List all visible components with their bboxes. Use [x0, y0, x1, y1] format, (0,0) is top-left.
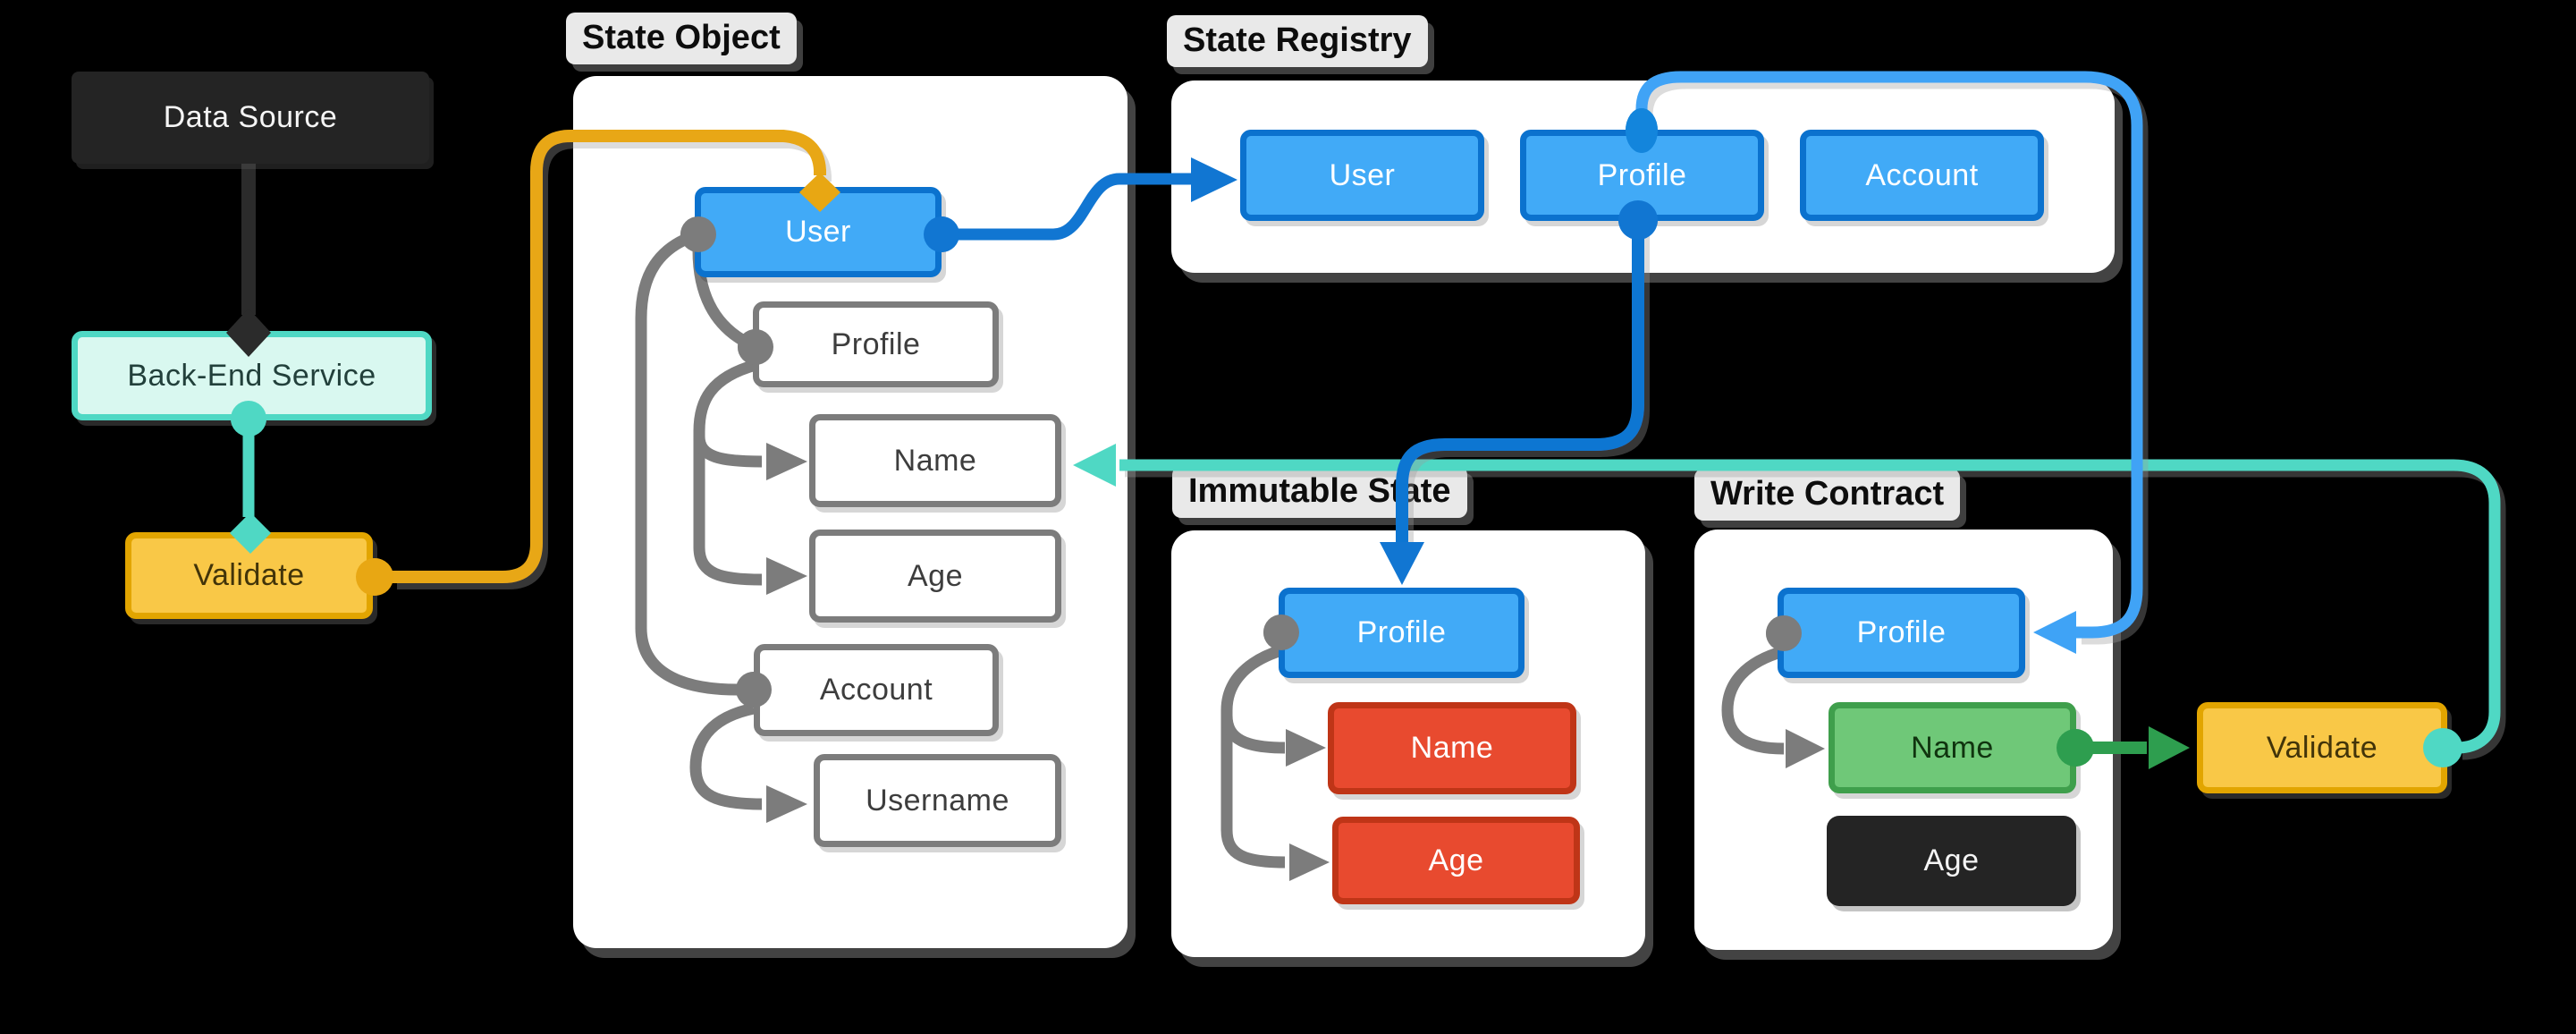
- chip-state-registry-label: State Registry: [1183, 21, 1412, 59]
- node-is-name-label: Name: [1410, 731, 1494, 765]
- node-wc-age-label: Age: [1923, 843, 1980, 877]
- chip-state-object: State Object: [566, 13, 797, 64]
- node-sr-profile-label: Profile: [1597, 157, 1687, 192]
- node-wc-profile-label: Profile: [1856, 615, 1947, 649]
- node-so-username-label: Username: [866, 783, 1009, 818]
- node-so-account: Account: [754, 644, 999, 736]
- node-sr-profile: Profile: [1520, 130, 1764, 221]
- node-is-profile-label: Profile: [1356, 615, 1447, 649]
- node-so-profile-label: Profile: [831, 326, 921, 361]
- chip-immutable-state-label: Immutable State: [1188, 472, 1451, 510]
- node-so-user: User: [695, 187, 942, 277]
- node-so-age-label: Age: [908, 558, 963, 593]
- node-wc-name: Name: [1829, 702, 2076, 793]
- node-wc-profile: Profile: [1778, 588, 2025, 678]
- node-validate-right-label: Validate: [2266, 730, 2378, 765]
- node-is-name: Name: [1328, 702, 1576, 794]
- node-data-source: Data Source: [72, 72, 429, 164]
- node-sr-account: Account: [1800, 130, 2044, 221]
- node-so-username: Username: [814, 754, 1061, 847]
- node-is-age-label: Age: [1428, 843, 1484, 877]
- node-sr-user-label: User: [1329, 157, 1396, 192]
- arrow-validate2-icon: [2149, 726, 2190, 769]
- chip-immutable-state: Immutable State: [1172, 466, 1467, 518]
- node-so-name-label: Name: [893, 443, 977, 478]
- chip-state-registry: State Registry: [1167, 15, 1428, 67]
- node-so-user-label: User: [785, 215, 851, 249]
- chip-write-contract-label: Write Contract: [1710, 475, 1945, 513]
- node-wc-age: Age: [1827, 816, 2076, 906]
- node-validate-right: Validate: [2197, 702, 2447, 793]
- node-so-age: Age: [809, 530, 1061, 623]
- chip-state-object-label: State Object: [582, 19, 781, 56]
- node-backend-service-label: Back-End Service: [127, 358, 376, 393]
- node-backend-service: Back-End Service: [72, 331, 432, 420]
- node-so-profile: Profile: [753, 301, 999, 387]
- node-sr-account-label: Account: [1865, 157, 1979, 192]
- node-so-name: Name: [809, 414, 1061, 507]
- node-is-age: Age: [1332, 817, 1580, 904]
- chip-write-contract: Write Contract: [1694, 469, 1961, 521]
- node-validate-left-label: Validate: [193, 558, 305, 592]
- node-sr-user: User: [1240, 130, 1484, 221]
- node-data-source-label: Data Source: [163, 100, 338, 134]
- node-wc-name-label: Name: [1911, 730, 1994, 765]
- node-is-profile: Profile: [1279, 588, 1524, 678]
- node-validate-left: Validate: [125, 532, 373, 619]
- node-so-account-label: Account: [819, 673, 933, 707]
